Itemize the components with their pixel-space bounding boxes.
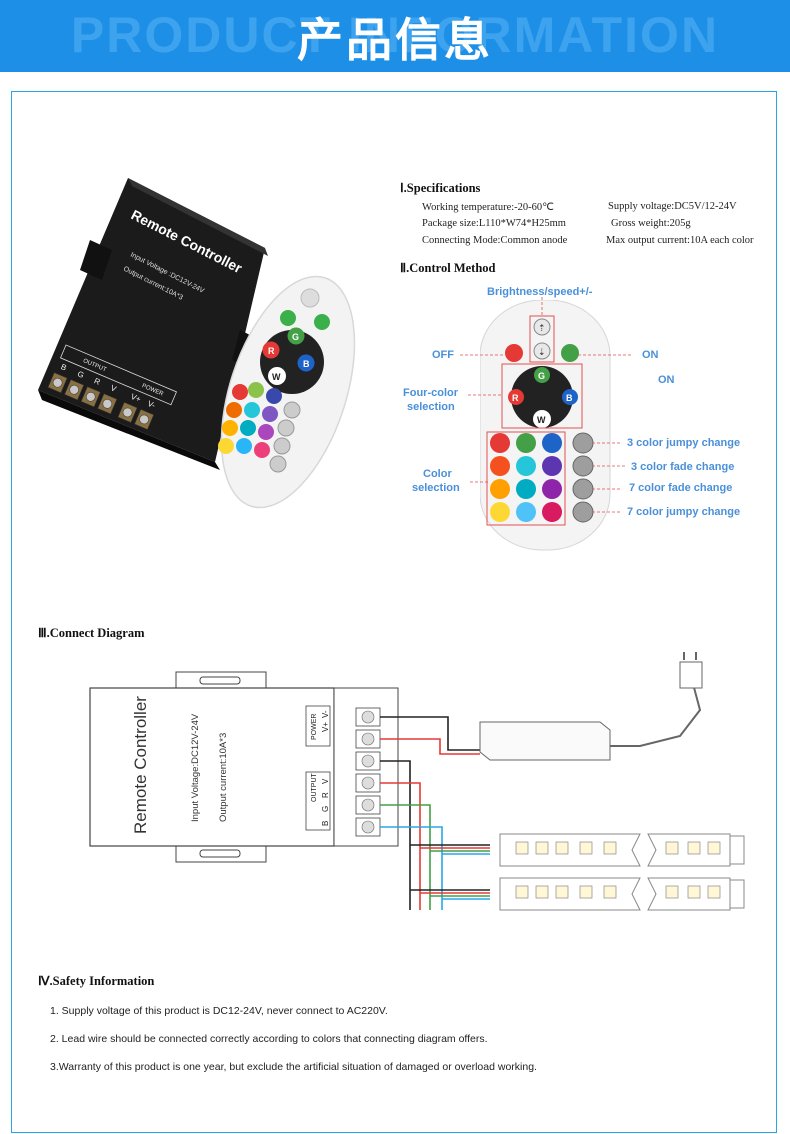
diagram-pin-b: B — [321, 821, 330, 826]
label-brightness-speed: Brightness/speed+/- — [487, 286, 593, 298]
connect-diagram-heading: Ⅲ.Connect Diagram — [38, 626, 145, 640]
label-7-color-fade: 7 color fade change — [629, 482, 733, 494]
content-frame — [11, 91, 777, 1133]
diagram-pin-vplus: V+ — [321, 722, 330, 732]
label-four-color-1: Four-color — [403, 387, 458, 399]
spec-working-temperature: Working temperature:-20-60℃ — [422, 202, 554, 213]
remote-photo-r: R — [268, 346, 275, 356]
diagram-pin-r: R — [321, 792, 330, 798]
control-method-leaders — [460, 297, 632, 513]
power-supply-image — [479, 652, 703, 761]
label-color-2: selection — [412, 482, 460, 494]
svg-text:⇣: ⇣ — [538, 347, 546, 357]
diagram-output-label: OUTPUT — [311, 773, 318, 803]
spec-supply-voltage: Supply voltage:DC5V/12-24V — [608, 201, 737, 212]
control-method-heading: Ⅱ.Control Method — [400, 261, 496, 275]
label-3-color-fade: 3 color fade change — [631, 461, 735, 473]
spec-connecting-mode: Connecting Mode:Common anode — [422, 235, 568, 246]
spec-max-output: Max output current:10A each color — [606, 235, 754, 246]
label-color-1: Color — [423, 468, 452, 480]
label-four-color-2: selection — [407, 401, 455, 413]
diagram-device-label: Remote Controller — [131, 696, 150, 834]
safety-heading: Ⅳ.Safety Information — [38, 974, 155, 988]
banner-title: 产品信息 — [297, 13, 493, 67]
remote-diagram: ⇡ ⇣ G R B W — [480, 300, 611, 551]
controller-pin-b: B — [60, 362, 68, 372]
specifications-heading: Ⅰ.Specifications — [400, 181, 481, 195]
safety-item-2: 2. Lead wire should be connected correct… — [50, 1033, 488, 1045]
remote-image: R G B W — [218, 275, 356, 509]
diagram-output-current: Output current:10A*3 — [218, 733, 229, 822]
controller-pin-v: V — [109, 383, 118, 394]
label-3-color-jumpy: 3 color jumpy change — [627, 437, 741, 449]
label-on-bottom: ON — [658, 374, 675, 386]
diagram-pin-v: V — [321, 778, 330, 784]
label-on-top: ON — [642, 349, 659, 361]
controller-pin-g: G — [76, 369, 85, 380]
svg-text:⇡: ⇡ — [538, 323, 546, 333]
remote-photo-g: G — [292, 332, 299, 342]
controller-device-image: Remote Controller Input Voltage :DC12V-2… — [38, 178, 268, 470]
remote-diagram-w: W — [537, 415, 546, 425]
spec-package-size: Package size:L110*W74*H25mm — [422, 218, 566, 229]
banner-background-text: PRODUCT INFORMATION — [70, 7, 720, 63]
label-7-color-jumpy: 7 color jumpy change — [627, 506, 741, 518]
spec-gross-weight: Gross weight:205g — [611, 218, 691, 229]
remote-photo-w: W — [272, 372, 281, 382]
safety-item-3: 3.Warranty of this product is one year, … — [50, 1061, 537, 1073]
remote-diagram-g: G — [538, 371, 545, 381]
header-banner: PRODUCT INFORMATION 产品信息 — [0, 0, 790, 72]
diagram-pin-g: G — [321, 806, 330, 812]
remote-diagram-r: R — [512, 393, 519, 403]
label-off: OFF — [432, 349, 454, 361]
controller-pin-vminus: V- — [146, 399, 157, 410]
diagram-power-label: POWER — [311, 714, 318, 740]
diagram-pin-vminus: V- — [321, 710, 330, 718]
remote-photo-b: B — [303, 359, 310, 369]
safety-item-1: 1. Supply voltage of this product is DC1… — [50, 1005, 388, 1017]
remote-diagram-b: B — [566, 393, 573, 403]
controller-pin-r: R — [93, 376, 102, 387]
product-photo: Remote Controller Input Voltage :DC12V-2… — [38, 178, 356, 509]
diagram-input-voltage: Input Voltage:DC12V-24V — [190, 713, 201, 822]
controller-pin-vplus: V+ — [129, 392, 142, 404]
wiring-diagram: Remote Controller Input Voltage:DC12V-24… — [89, 652, 745, 911]
led-strip-image — [499, 833, 745, 911]
